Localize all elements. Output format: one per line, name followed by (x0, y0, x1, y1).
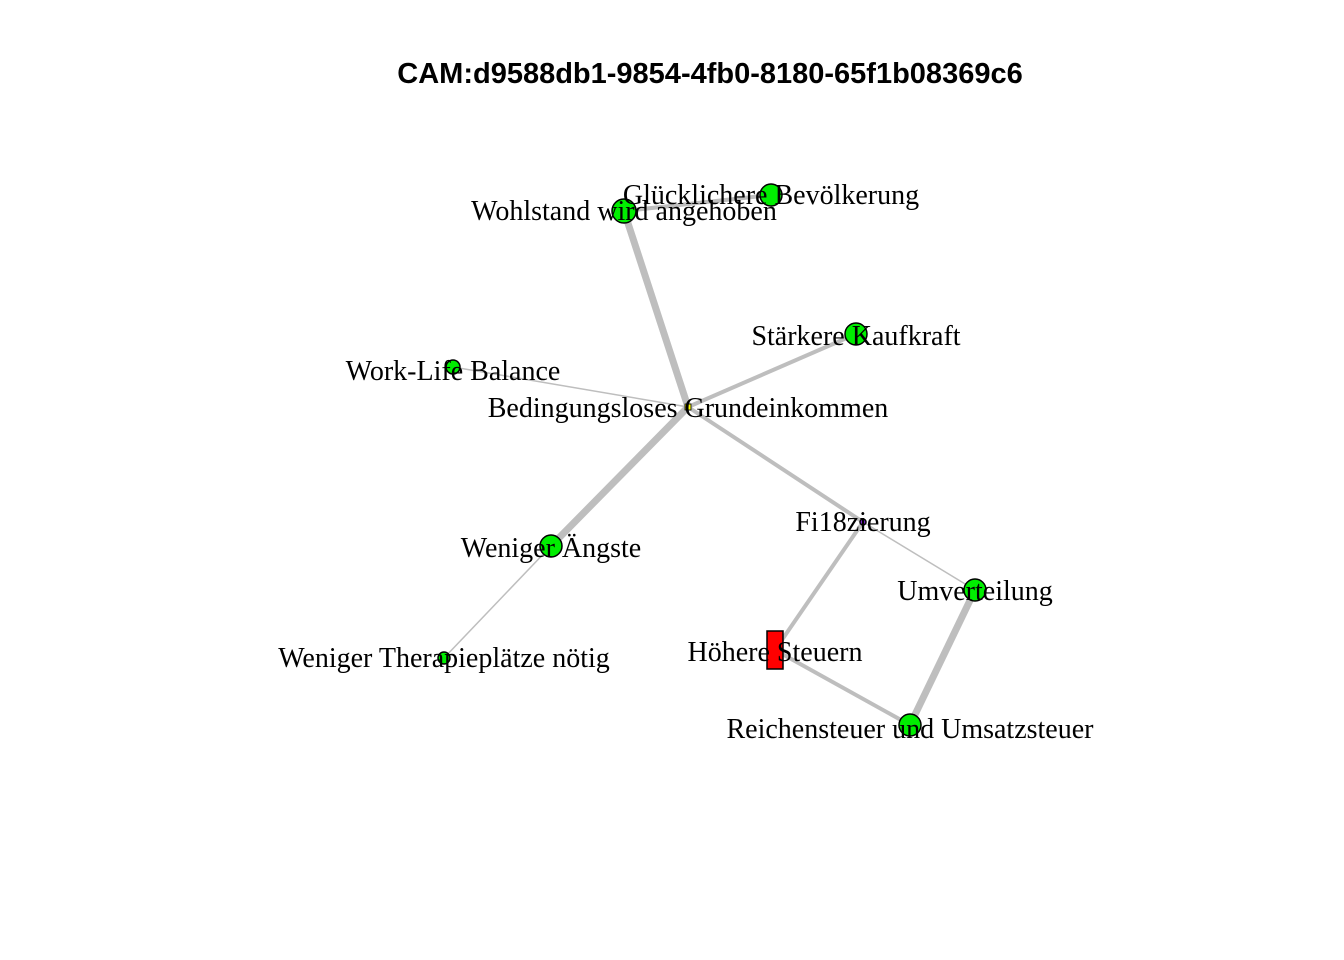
node-label-gluecklich: Glücklichere Bevölkerung (623, 180, 919, 211)
node-label-reichen: Reichensteuer und Umsatzsteuer (727, 714, 1095, 745)
edge-finanz-steuern (773, 520, 865, 652)
edge-umverteilung-reichen (906, 588, 979, 727)
edge-aengste-therapie (443, 545, 552, 659)
node-steuern[interactable] (766, 630, 784, 670)
edge-finanz-umverteilung (862, 521, 976, 591)
node-label-bge: Bedingungsloses Grundeinkommen (488, 393, 889, 424)
node-label-aengste: Weniger Ängste (461, 533, 641, 564)
node-bge[interactable] (684, 403, 692, 411)
node-label-finanz: Fi18zierung (795, 507, 930, 538)
node-kaufkraft[interactable] (844, 322, 868, 346)
nodes-layer (437, 183, 987, 737)
node-finanz[interactable] (859, 518, 867, 526)
node-label-wohlstand: Wohlstand wird angehoben (471, 196, 777, 227)
node-gluecklich[interactable] (759, 183, 783, 207)
edge-steuern-reichen (774, 648, 911, 727)
chart-title: CAM:d9588db1-9854-4fb0-8180-65f1b08369c6 (397, 58, 1023, 90)
node-therapie[interactable] (437, 651, 451, 665)
node-aengste[interactable] (539, 534, 563, 558)
node-umverteilung[interactable] (963, 578, 987, 602)
node-reichen[interactable] (898, 713, 922, 737)
edge-bge-finanz (686, 405, 865, 524)
edge-wohlstand-gluecklich (623, 193, 772, 213)
node-label-kaufkraft: Stärkere Kaufkraft (751, 321, 960, 352)
node-label-therapie: Weniger Therapieplätze nötig (278, 643, 610, 674)
node-wohlstand[interactable] (611, 198, 637, 224)
node-label-worklife: Work-Life Balance (346, 356, 561, 387)
node-worklife[interactable] (445, 359, 461, 375)
edge-bge-kaufkraft (687, 332, 857, 409)
edge-bge-aengste (548, 404, 691, 549)
edge-bge-worklife (452, 366, 689, 408)
edges-layer (443, 193, 979, 727)
node-label-steuern: Höhere Steuern (688, 637, 863, 668)
node-label-umverteilung: Umverteilung (897, 576, 1053, 607)
edge-bge-wohlstand (620, 209, 692, 409)
labels-layer: Bedingungsloses Grundeinkommen Wohlstand … (278, 180, 1094, 745)
